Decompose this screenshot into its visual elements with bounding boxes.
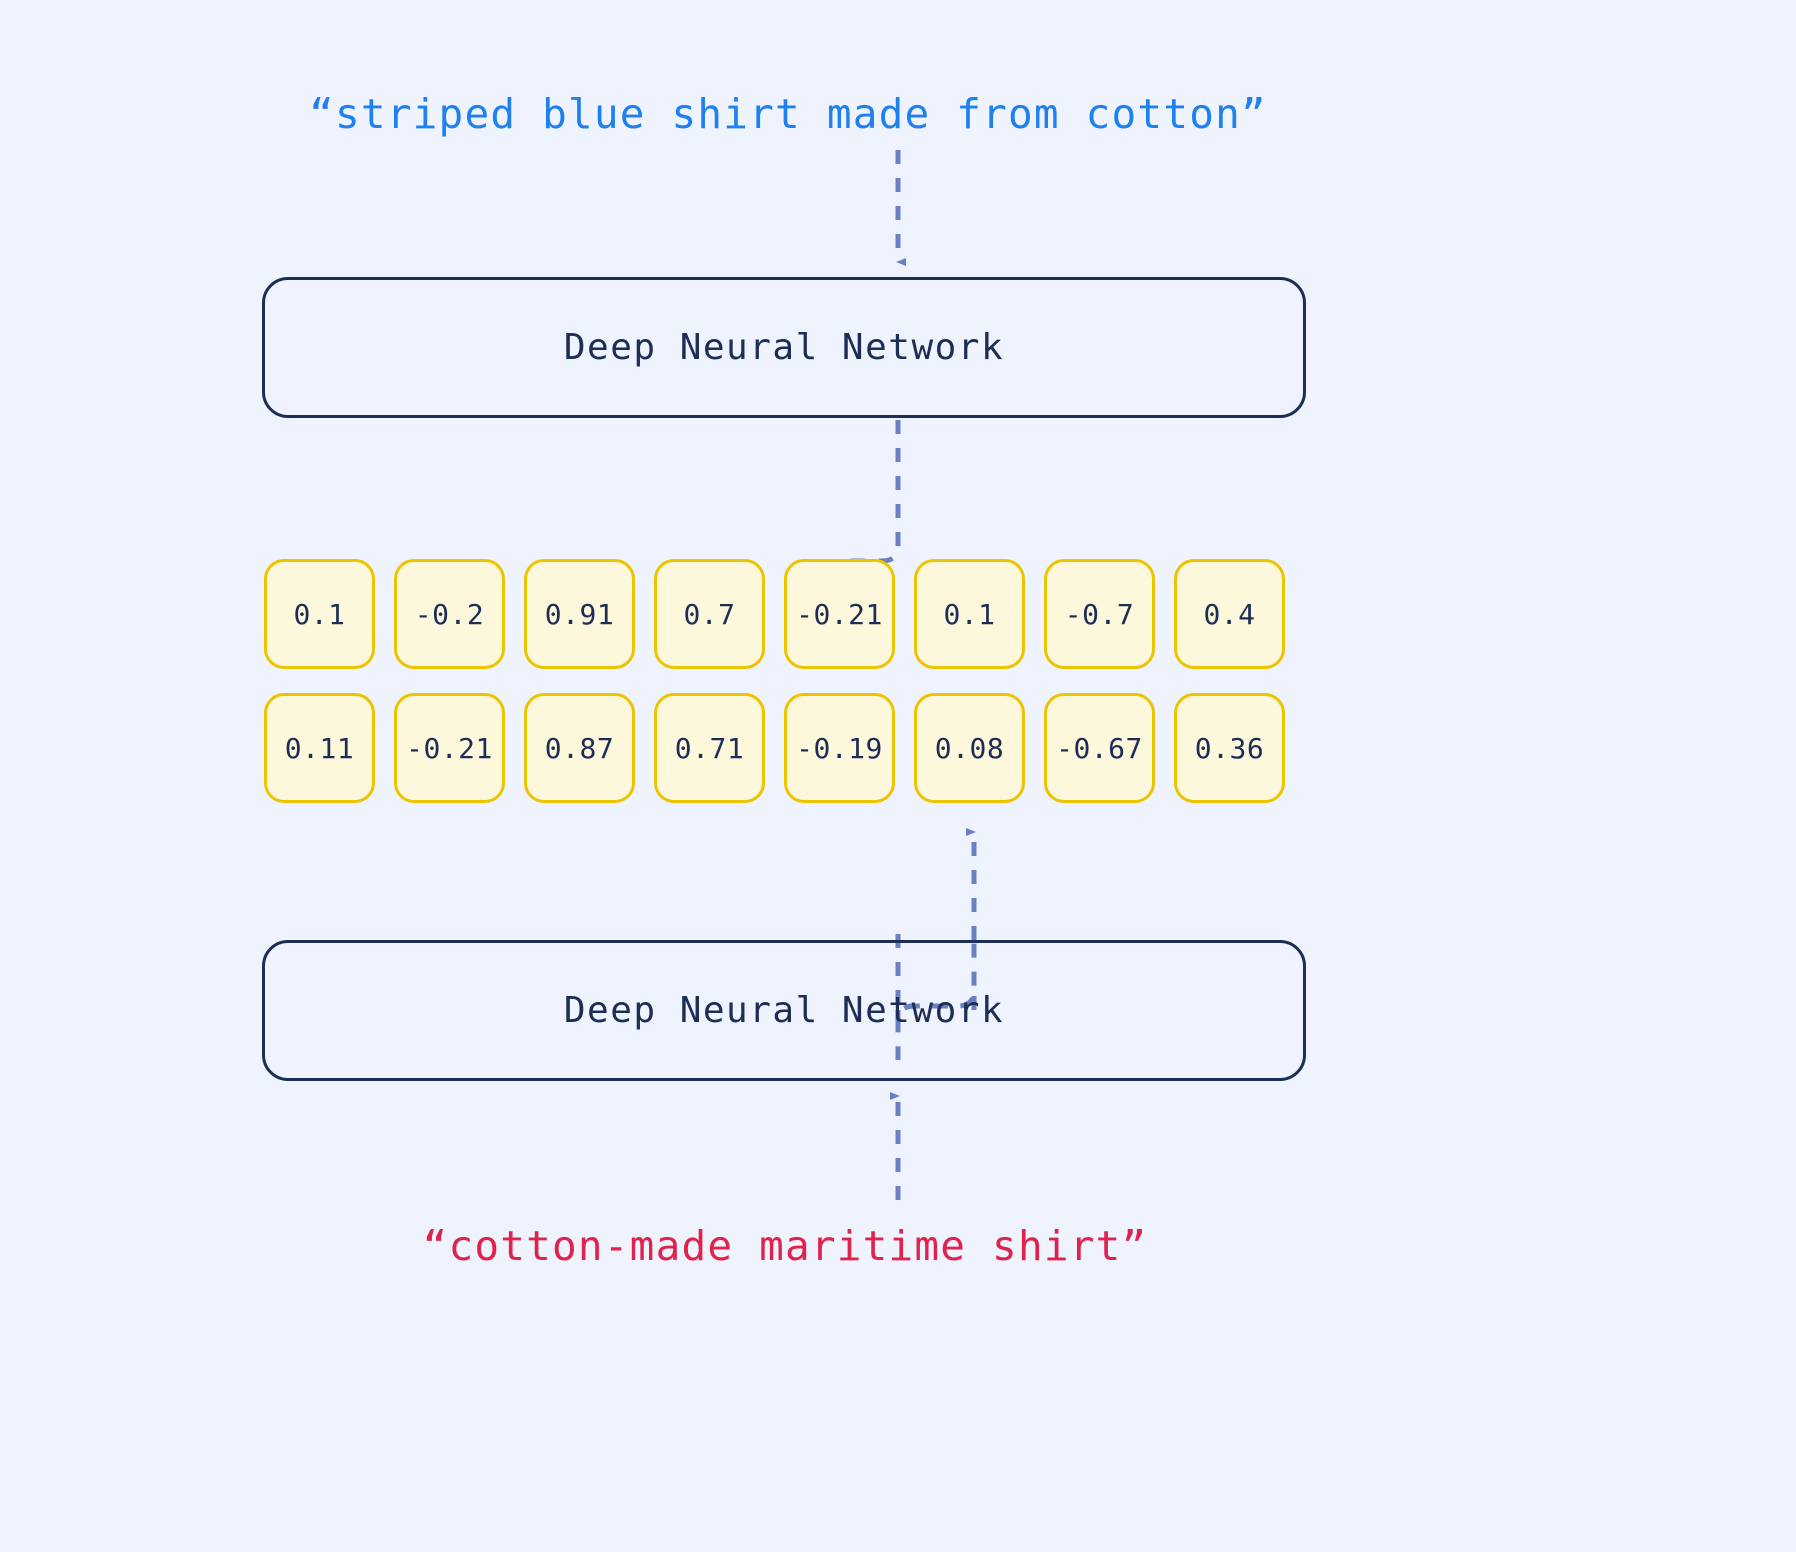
query-text-positive: “striped blue shirt made from cotton” bbox=[309, 90, 1267, 138]
embedding-cell: -0.21 bbox=[394, 693, 505, 803]
embedding-cell: -0.2 bbox=[394, 559, 505, 669]
embedding-value: -0.19 bbox=[796, 731, 883, 765]
embedding-value: 0.71 bbox=[674, 731, 745, 765]
deep-neural-network-box-bottom: Deep Neural Network bbox=[262, 940, 1306, 1081]
embedding-cell: 0.91 bbox=[524, 559, 635, 669]
embedding-cell: -0.7 bbox=[1044, 559, 1155, 669]
embedding-value: 0.7 bbox=[683, 597, 736, 631]
embedding-cell: -0.19 bbox=[784, 693, 895, 803]
embedding-value: -0.2 bbox=[414, 597, 485, 631]
embedding-cell: -0.21 bbox=[784, 559, 895, 669]
embedding-cell: 0.71 bbox=[654, 693, 765, 803]
query-text-negative: “cotton-made maritime shirt” bbox=[422, 1222, 1148, 1270]
embedding-vector-row-top: 0.1 -0.2 0.91 0.7 -0.21 0.1 -0.7 0.4 bbox=[264, 559, 1285, 669]
embedding-value: 0.11 bbox=[284, 731, 355, 765]
embedding-cell: 0.36 bbox=[1174, 693, 1285, 803]
embedding-value: 0.36 bbox=[1194, 731, 1265, 765]
embedding-value: 0.4 bbox=[1203, 597, 1256, 631]
embedding-cell: 0.11 bbox=[264, 693, 375, 803]
deep-neural-network-box-top: Deep Neural Network bbox=[262, 277, 1306, 418]
embedding-value: 0.1 bbox=[293, 597, 346, 631]
embedding-value: -0.21 bbox=[796, 597, 883, 631]
embedding-cell: 0.7 bbox=[654, 559, 765, 669]
embedding-cell: 0.08 bbox=[914, 693, 1025, 803]
embedding-value: 0.08 bbox=[934, 731, 1005, 765]
embedding-value: 0.87 bbox=[544, 731, 615, 765]
embedding-value: -0.7 bbox=[1064, 597, 1135, 631]
embedding-cell: 0.4 bbox=[1174, 559, 1285, 669]
embedding-value: -0.21 bbox=[406, 731, 493, 765]
embedding-cell: 0.87 bbox=[524, 693, 635, 803]
deep-neural-network-label-bottom: Deep Neural Network bbox=[563, 990, 1005, 1031]
embedding-value: 0.1 bbox=[943, 597, 996, 631]
deep-neural-network-label-top: Deep Neural Network bbox=[563, 327, 1005, 368]
embedding-vector-row-bottom: 0.11 -0.21 0.87 0.71 -0.19 0.08 -0.67 0.… bbox=[264, 693, 1285, 803]
embedding-cell: 0.1 bbox=[264, 559, 375, 669]
embedding-value: 0.91 bbox=[544, 597, 615, 631]
embedding-value: -0.67 bbox=[1056, 731, 1143, 765]
embedding-cell: -0.67 bbox=[1044, 693, 1155, 803]
embedding-cell: 0.1 bbox=[914, 559, 1025, 669]
